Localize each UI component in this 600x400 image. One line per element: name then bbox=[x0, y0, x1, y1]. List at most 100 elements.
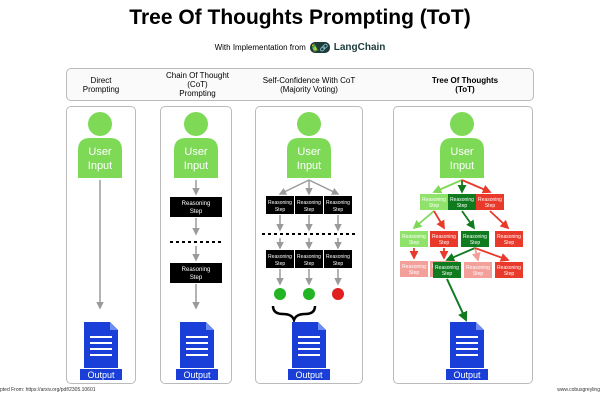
arrow bbox=[461, 179, 492, 194]
svg-text:Step: Step bbox=[409, 270, 420, 276]
svg-text:Reasoning: Reasoning bbox=[435, 265, 459, 271]
arrow bbox=[278, 179, 310, 195]
arrow bbox=[489, 210, 510, 230]
output-label: Output bbox=[183, 370, 211, 380]
user-input-tot: User Input bbox=[440, 112, 484, 178]
svg-text:Step: Step bbox=[504, 240, 515, 246]
subtitle-prefix: With Implementation from bbox=[214, 43, 306, 52]
svg-text:Reasoning: Reasoning bbox=[326, 254, 350, 260]
svg-text:Reasoning: Reasoning bbox=[297, 254, 321, 260]
vote-green-dot bbox=[303, 288, 315, 300]
svg-text:Step: Step bbox=[439, 240, 450, 246]
arrow bbox=[461, 210, 476, 230]
arrow bbox=[412, 210, 435, 230]
user-input-label: User bbox=[450, 146, 474, 158]
footer-source: pted From: https://arxiv.org/pdf/2305.10… bbox=[0, 387, 96, 393]
svg-text:Step: Step bbox=[504, 271, 515, 277]
svg-text:Step: Step bbox=[190, 209, 203, 215]
svg-text:Reasoning: Reasoning bbox=[422, 197, 446, 203]
output-label: Output bbox=[87, 370, 115, 380]
output-label: Output bbox=[295, 370, 323, 380]
majority-brace bbox=[271, 305, 317, 324]
user-input-label: Input bbox=[184, 160, 208, 172]
svg-text:Reasoning: Reasoning bbox=[297, 200, 321, 206]
svg-text:Reasoning: Reasoning bbox=[182, 267, 211, 273]
arrow bbox=[471, 247, 481, 262]
arrow bbox=[433, 210, 445, 230]
svg-text:Step: Step bbox=[473, 271, 484, 277]
reasoning-step: Reasoning Step bbox=[170, 197, 222, 217]
svg-text:Step: Step bbox=[457, 203, 468, 209]
svg-text:Step: Step bbox=[333, 261, 344, 267]
output-label: Output bbox=[453, 370, 481, 380]
svg-text:Reasoning: Reasoning bbox=[450, 197, 474, 203]
svg-text:Reasoning: Reasoning bbox=[402, 234, 426, 240]
user-input-label: User bbox=[184, 146, 208, 158]
column-title-cot: Chain Of Thought (CoT) Prompting bbox=[165, 71, 229, 98]
page-title: Tree Of Thoughts Prompting (ToT) bbox=[129, 6, 471, 29]
svg-text:Step: Step bbox=[275, 207, 286, 213]
svg-text:Reasoning: Reasoning bbox=[497, 265, 521, 271]
svg-text:Step: Step bbox=[409, 240, 420, 246]
output-document-direct: Output bbox=[80, 322, 122, 380]
arrow bbox=[432, 179, 463, 194]
vote-green-dot bbox=[274, 288, 286, 300]
svg-text:Reasoning: Reasoning bbox=[402, 264, 426, 270]
svg-text:Step: Step bbox=[470, 240, 481, 246]
svg-text:Reasoning: Reasoning bbox=[466, 265, 490, 271]
svg-text:Reasoning: Reasoning bbox=[463, 234, 487, 240]
svg-text:Reasoning: Reasoning bbox=[432, 234, 456, 240]
user-input-label: User bbox=[297, 146, 321, 158]
svg-text:Step: Step bbox=[190, 275, 203, 281]
svg-text:Step: Step bbox=[333, 207, 344, 213]
svg-text:Reasoning: Reasoning bbox=[478, 197, 502, 203]
svg-text:Step: Step bbox=[304, 207, 315, 213]
arrow bbox=[474, 247, 510, 262]
svg-text:Reasoning: Reasoning bbox=[268, 254, 292, 260]
arrow bbox=[446, 278, 468, 322]
langchain-logo-icon: 🦜🔗 bbox=[309, 42, 330, 53]
svg-text:Reasoning: Reasoning bbox=[268, 200, 292, 206]
user-input-direct: User Input bbox=[78, 112, 122, 178]
subtitle: With Implementation from 🦜🔗 LangChain bbox=[0, 42, 600, 53]
output-document-cot: Output bbox=[176, 322, 218, 380]
svg-text:Reasoning: Reasoning bbox=[497, 234, 521, 240]
column-title-direct: Direct Prompting bbox=[82, 76, 120, 94]
output-document-self-consistency: Output bbox=[288, 322, 330, 380]
column-header-bar bbox=[66, 68, 534, 101]
output-document-tot: Output bbox=[446, 322, 488, 380]
svg-text:Step: Step bbox=[275, 261, 286, 267]
user-input-label: Input bbox=[88, 160, 112, 172]
column-title-tot: Tree Of Thoughts (ToT) bbox=[431, 76, 499, 94]
user-input-label: Input bbox=[297, 160, 321, 172]
svg-text:Step: Step bbox=[304, 261, 315, 267]
column-title-self-consistency: Self-Confidence With CoT (Majority Votin… bbox=[262, 76, 356, 94]
user-input-cot: User Input bbox=[174, 112, 218, 178]
arrow bbox=[308, 179, 340, 195]
arrow bbox=[445, 247, 476, 262]
langchain-brand: LangChain bbox=[333, 42, 386, 53]
reasoning-step: Reasoning Step bbox=[170, 263, 222, 283]
svg-text:Reasoning: Reasoning bbox=[326, 200, 350, 206]
footer-website: www.cobusgreyling bbox=[557, 387, 600, 393]
svg-text:Reasoning: Reasoning bbox=[182, 201, 211, 207]
user-input-label: User bbox=[88, 146, 112, 158]
user-input-label: Input bbox=[450, 160, 474, 172]
